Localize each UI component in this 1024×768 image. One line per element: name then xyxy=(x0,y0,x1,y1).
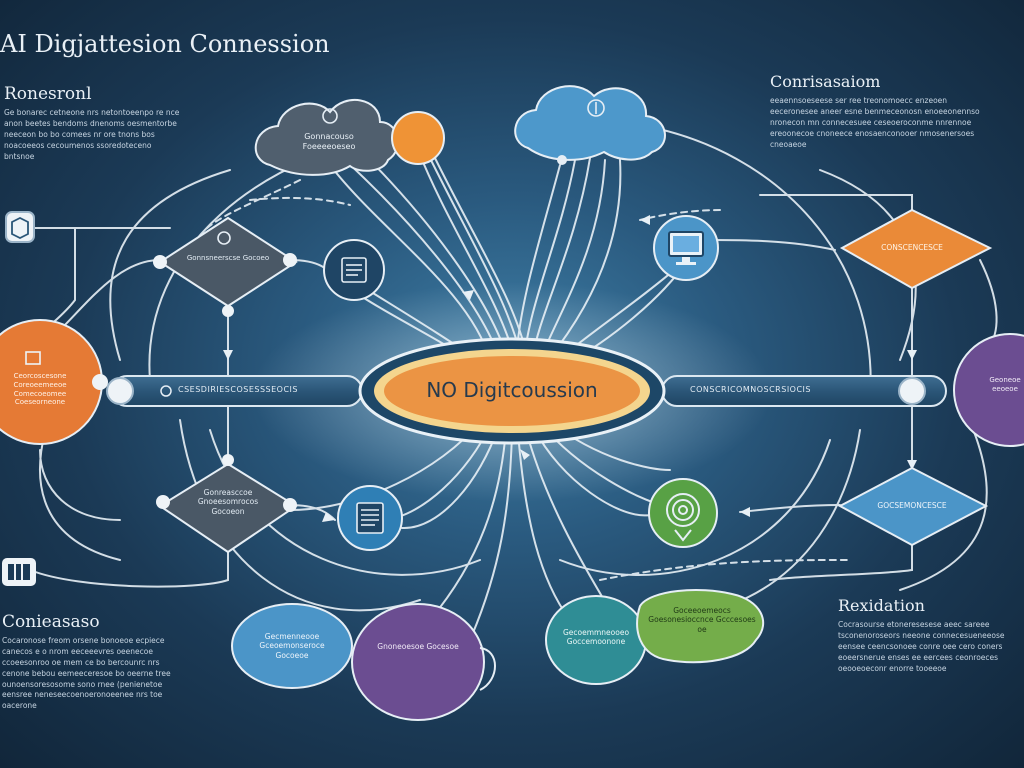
diamond-left-top-knob-b xyxy=(222,305,234,317)
bubble-bl-purple-label: Gnoneoesoe Gocesoe xyxy=(377,642,459,651)
bubble-bl-blue xyxy=(231,603,353,689)
diamond-left-bottom-knob-t xyxy=(222,454,234,466)
left-bar-label: CSESDIRIESCOSESSSEOCIS xyxy=(178,385,298,394)
page-title: AI Digjattesion Connession xyxy=(0,30,330,58)
cloud-left xyxy=(254,98,399,176)
circle-left-knob xyxy=(92,374,108,390)
diamond-left-top-label: Gonnsneerscse Gocoeo xyxy=(186,254,270,262)
diamond-left-bottom-knob-l xyxy=(156,495,170,509)
brain-icon xyxy=(587,99,605,117)
diamond-left-bottom xyxy=(158,462,298,554)
panel-left-bottom-text: Cocaronose freom orsene bonoeoe ecpiece … xyxy=(2,636,171,711)
bubble-br-teal-label: Gecoemmneooeo Goccemoonone xyxy=(562,628,630,647)
user-icon xyxy=(322,108,338,124)
diamond-right-bottom xyxy=(837,466,989,547)
chart-icon xyxy=(25,351,41,365)
diamond-left-top-knob-r xyxy=(283,253,297,267)
circle-right xyxy=(953,333,1024,447)
bubble-br-green-label: Goceeoemeocs Goesonesioccnce Gcccesoes o… xyxy=(648,606,756,634)
bubble-br-green xyxy=(636,589,765,664)
spiral-icon xyxy=(666,493,700,542)
left-bar-knob xyxy=(106,377,134,405)
right-bar-label: CONSCRICOMNOSCRSIOCIS xyxy=(690,385,811,394)
panel-right-top-text: eeaennsoeseese ser ree treonomoecc enzeo… xyxy=(770,96,980,149)
monitor-icon xyxy=(668,231,704,265)
bubble-bl-purple xyxy=(351,603,485,721)
cloud-left-label: Gonnacouso Foeeeeoeseo xyxy=(302,132,356,151)
diamond-left-bottom-label: Gonreasccoe Gnoeesomrocos Gocoeon xyxy=(197,488,259,516)
bubble-bl-outline xyxy=(479,647,496,691)
frame-icon xyxy=(2,558,36,586)
panel-right-bottom-text: Cocrasourse etoneresesese aeec sareee ts… xyxy=(838,620,1005,673)
diamond-left-bottom-knob-r xyxy=(283,498,297,512)
center-node xyxy=(384,356,640,426)
panel-right-bottom-heading: Rexidation xyxy=(838,596,925,615)
document-icon-2 xyxy=(356,502,384,534)
left-bar-dot xyxy=(160,385,172,397)
panel-left-top-text: Ge bonarec cetneone nrs netontoeenpo re … xyxy=(4,108,180,161)
panel-left-top-heading: Ronesronl xyxy=(4,84,92,104)
circle-right-label: Geoneoe eeoeoe xyxy=(989,376,1021,393)
document-icon xyxy=(341,257,367,283)
cloud-center-dot xyxy=(557,155,567,165)
center-label: NO Digitcoussion xyxy=(426,378,598,402)
diamond-top-icon xyxy=(217,231,231,245)
panel-right-top-heading: Conrisasaiom xyxy=(770,72,881,91)
diamond-right-top xyxy=(839,208,993,290)
arrowheads xyxy=(223,215,917,522)
cube-icon xyxy=(5,211,35,243)
circle-left-label: Ceorcoscesone Coreoeemeeoe Comecoeomee C… xyxy=(13,372,67,407)
cloud-center xyxy=(514,85,666,161)
diamond-right-bottom-label: GOCSEMONCESCE xyxy=(877,501,947,510)
orange-dot-top xyxy=(391,111,445,165)
right-bar-knob xyxy=(898,377,926,405)
diamond-left-top-knob-l xyxy=(153,255,167,269)
panel-left-bottom-heading: Conieasaso xyxy=(2,612,100,632)
diamond-right-top-label: CONSCENCESCE xyxy=(881,243,943,252)
bubble-bl-blue-label: Gecmenneooe Gceoemonseroce Gocoeoe xyxy=(259,632,325,660)
